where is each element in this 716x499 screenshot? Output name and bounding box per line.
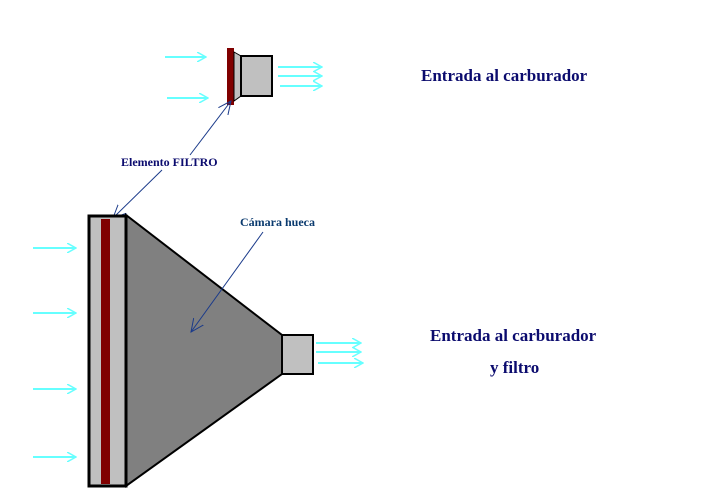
top-filter <box>227 48 234 105</box>
bottom-outlet-arrows <box>316 343 363 363</box>
top-outlet-arrows <box>278 67 322 86</box>
top-title: Entrada al carburador <box>421 66 588 85</box>
filter-pointers <box>113 101 231 218</box>
top-adapter <box>233 51 242 102</box>
hollow-chamber <box>125 212 283 488</box>
filter-element-label: Elemento FILTRO <box>121 155 218 169</box>
bottom-filter <box>101 219 110 484</box>
chamber-pointer <box>191 231 264 332</box>
bottom-carburetor-inlet <box>281 334 314 375</box>
hollow-chamber-label: Cámara hueca <box>240 215 315 229</box>
bottom-title-line2: y filtro <box>490 358 540 377</box>
bottom-inlet-arrows <box>33 248 76 457</box>
bottom-title-line1: Entrada al carburador <box>430 326 597 345</box>
top-carburetor-inlet <box>240 55 273 97</box>
top-inlet-arrows <box>165 57 208 98</box>
